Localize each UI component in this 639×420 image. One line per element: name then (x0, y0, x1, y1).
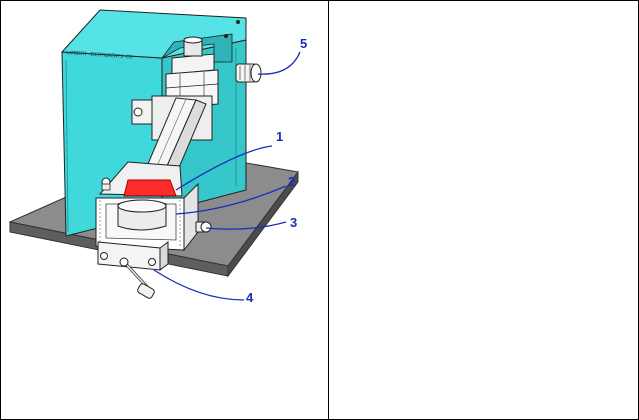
cutting-head-assembly (131, 36, 219, 185)
clamp-screw (195, 221, 212, 233)
front-slide (97, 241, 169, 271)
callout-5: 5 (300, 36, 307, 51)
feed-knob (235, 63, 262, 83)
manufacturer-plate-text: LAMBERT INSTRUMENTS CO (66, 50, 132, 61)
microtome-diagram: LAMBERT INSTRUMENTS CO (8, 9, 307, 305)
callout-3: 3 (290, 215, 297, 230)
callout-4: 4 (246, 290, 254, 305)
callout-2: 2 (288, 174, 295, 189)
hand-crank (119, 257, 155, 299)
manufacturer-plate: LAMBERT INSTRUMENTS CO (66, 50, 132, 61)
callout-1: 1 (276, 129, 283, 144)
callout-leaders (153, 51, 301, 301)
blade-highlight (123, 179, 177, 197)
specimen-cylinder (117, 199, 167, 231)
table-column-divider (328, 0, 329, 420)
